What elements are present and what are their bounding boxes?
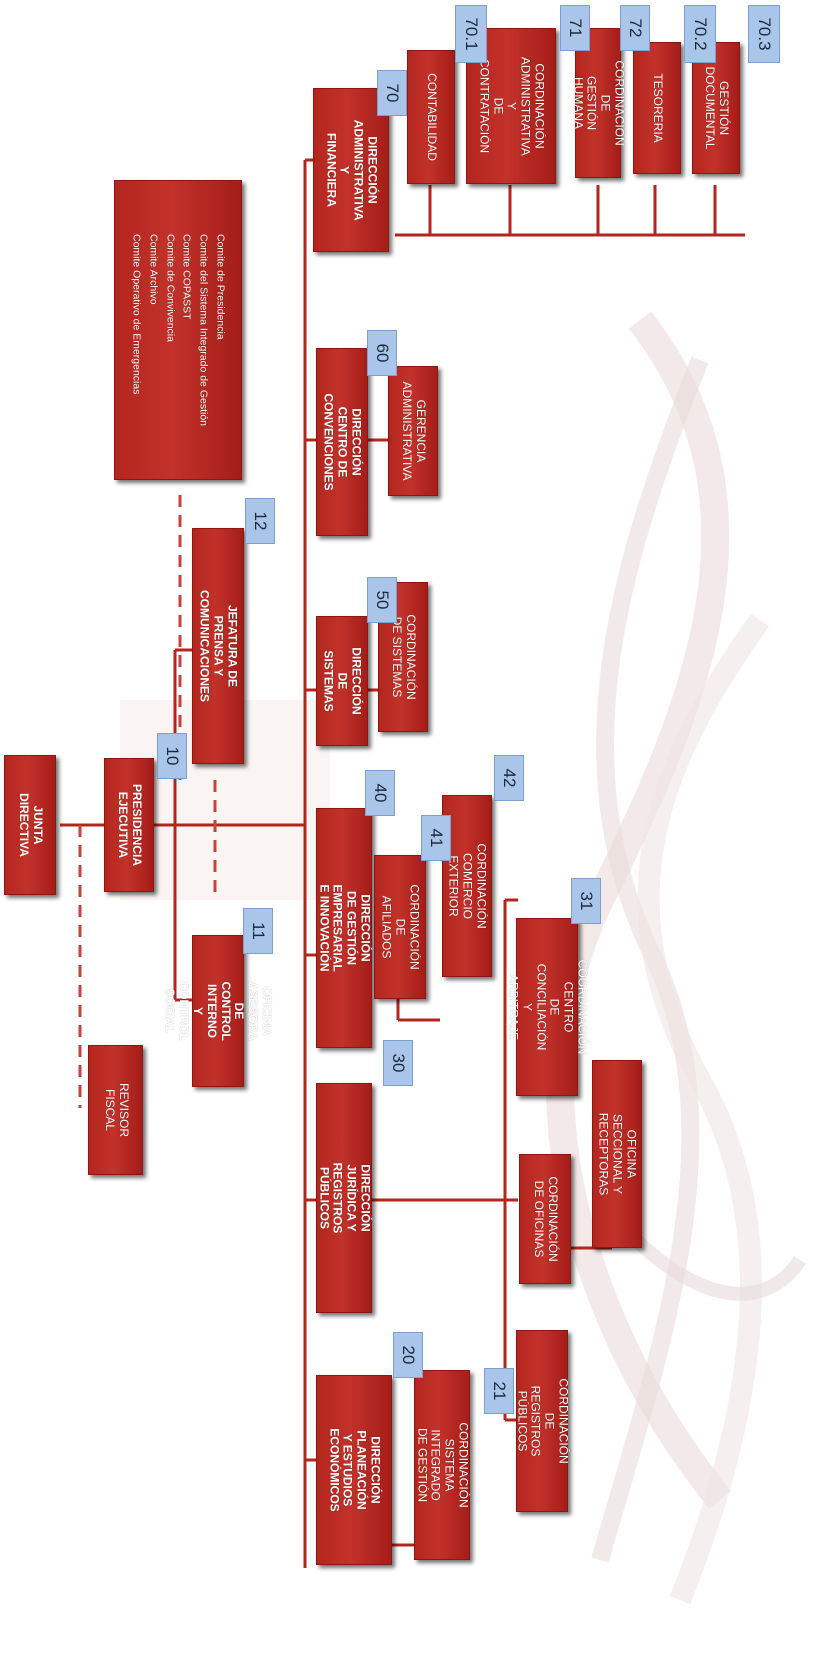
tag-70-2: 70.2 <box>684 5 716 63</box>
tag-60: 60 <box>367 330 397 376</box>
tag-20: 20 <box>393 1332 423 1378</box>
oficina-control-label: OFICINA ASESORA DE CONTROL INTERNO Y CON… <box>163 981 275 1041</box>
coord-sig-label: CORDINACIÓN SISTEMA INTEGRADO DE GESTIÓN <box>415 1422 471 1508</box>
tag-41: 41 <box>421 815 451 861</box>
coord-comercio-label: CORDINACIÓN COMERCIO EXTERIOR <box>447 843 489 929</box>
tag-42: 42 <box>494 755 524 801</box>
coord-registros-label: CORDINACIÓN DE REGISTROS PÚBLICOS <box>515 1378 571 1464</box>
gestion-documental-box: GESTIÓN DOCUMENTAL <box>692 42 740 174</box>
coord-centro-conciliacion-label: COORDINACIÓN CENTRO DE CONCILIACIÓN Y AR… <box>506 959 590 1055</box>
dir-gestion-empresarial-label: DIRECCIÓN DE GESTIÓN EMPRESARIAL E INNOV… <box>317 884 373 972</box>
tag-10: 10 <box>157 733 187 779</box>
coord-gestion-humana-box: CORDINACIÓN DE GESTIÓN HUMANA <box>571 28 627 178</box>
comites-box: Comite de Presidencia Comite del Sistema … <box>114 180 242 480</box>
dir-planeacion-label: DIRECCIÓN PLANEACIÓN Y ESTUDIOS ECONÓMIC… <box>327 1428 383 1512</box>
tag-12: 12 <box>245 498 275 544</box>
gerencia-admin-box: GERENCIA ADMINISTRATIVA <box>388 366 438 496</box>
junta-directiva-label: JUNTA DIRECTIVA <box>17 793 45 857</box>
dir-juridica-box: DIRECCIÓN JURÍDICA Y REGISTROS PÚBLICOS <box>316 1083 373 1313</box>
dir-sistemas-label: DIRECCIÓN DE SISTEMAS <box>322 647 364 715</box>
gestion-documental-label: GESTIÓN DOCUMENTAL <box>703 66 731 150</box>
dir-centro-convenciones-label: DIRECCIÓN CENTRO DE CONVENCIONES <box>322 393 364 491</box>
presidencia-label: PRESIDENCIA EJECUTIVA <box>116 783 144 867</box>
dir-administrativa-label: DIRECCIÓN ADMINISTRATIVA Y FINANCIERA <box>324 119 380 221</box>
tag-40: 40 <box>365 770 395 816</box>
dir-sistemas-box: DIRECCIÓN DE SISTEMAS <box>316 616 368 746</box>
gerencia-admin-label: GERENCIA ADMINISTRATIVA <box>400 381 428 481</box>
revisor-fiscal-label: REVISOR FISCAL <box>102 1082 131 1138</box>
tesoreria-box: TESORERIA <box>633 42 681 174</box>
tag-50: 50 <box>367 577 397 623</box>
coord-comercio-box: CORDINACIÓN COMERCIO EXTERIOR <box>442 795 492 977</box>
oficina-seccional-label: OFICINA SECCIONAL Y RECEPTORAS <box>597 1112 639 1196</box>
coord-afiliados-box: CORDINACIÓN DE AFILIADOS <box>374 855 426 999</box>
contabilidad-box: CONTABILIDAD <box>407 50 455 184</box>
tag-70-3: 70.3 <box>748 5 780 63</box>
coord-sig-box: CORDINACIÓN SISTEMA INTEGRADO DE GESTIÓN <box>414 1370 471 1560</box>
tag-70: 70 <box>377 70 407 116</box>
coord-oficinas-label: CORDINACIÓN DE OFICINAS <box>532 1176 560 1262</box>
tesoreria-label: TESORERIA <box>650 73 665 143</box>
comites-list: Comite de Presidencia Comite del Sistema … <box>128 234 229 426</box>
tag-11: 11 <box>243 908 273 954</box>
comite-item: Comite de Convivencia <box>164 233 176 342</box>
revisor-fiscal-box: REVISOR FISCAL <box>88 1045 143 1175</box>
dir-centro-convenciones-box: DIRECCIÓN CENTRO DE CONVENCIONES <box>316 348 368 536</box>
presidencia-box: PRESIDENCIA EJECUTIVA <box>104 758 154 892</box>
oficina-control-box: OFICINA ASESORA DE CONTROL INTERNO Y CON… <box>164 935 274 1087</box>
comite-item: Comite COPASST <box>180 233 193 320</box>
coord-gestion-humana-label: CORDINACIÓN DE GESTIÓN HUMANA <box>571 60 627 146</box>
coord-centro-conciliacion-box: COORDINACIÓN CENTRO DE CONCILIACIÓN Y AR… <box>506 918 589 1096</box>
tag-31: 31 <box>571 878 601 924</box>
coord-registros-box: CORDINACIÓN DE REGISTROS PÚBLICOS <box>515 1330 571 1512</box>
tag-30: 30 <box>383 1040 413 1086</box>
comite-item: Comite de Presidencia <box>214 233 227 340</box>
coord-sistemas-label: CORDINACIÓN DE SISTEMAS <box>390 614 418 700</box>
jefatura-prensa-label: JEFATURA DE PRENSA Y COMUNICACIONES <box>198 589 240 703</box>
tag-70-1: 70.1 <box>455 5 487 63</box>
dir-juridica-label: DIRECCIÓN JURÍDICA Y REGISTROS PÚBLICOS <box>317 1162 373 1234</box>
coord-afiliados-label: CORDINACIÓN DE AFILIADOS <box>380 884 422 970</box>
contabilidad-label: CONTABILIDAD <box>424 73 439 161</box>
coord-oficinas-box: CORDINACIÓN DE OFICINAS <box>519 1154 571 1284</box>
dir-gestion-empresarial-box: DIRECCIÓN DE GESTIÓN EMPRESARIAL E INNOV… <box>316 808 373 1048</box>
dir-planeacion-box: DIRECCIÓN PLANEACIÓN Y ESTUDIOS ECONÓMIC… <box>316 1375 392 1565</box>
comite-item: Comite del Sistema Integrado de Gestión <box>197 233 210 427</box>
jefatura-prensa-box: JEFATURA DE PRENSA Y COMUNICACIONES <box>192 528 244 764</box>
junta-directiva-box: JUNTA DIRECTIVA <box>4 755 56 895</box>
dir-administrativa-box: DIRECCIÓN ADMINISTRATIVA Y FINANCIERA <box>313 88 389 252</box>
tag-71: 71 <box>560 5 590 51</box>
tag-21: 21 <box>484 1368 514 1414</box>
oficina-seccional-box: OFICINA SECCIONAL Y RECEPTORAS <box>592 1060 642 1248</box>
comite-item: Comite Archivo <box>147 233 160 305</box>
tag-72: 72 <box>620 5 650 51</box>
coord-admin-contratacion-label: CORDINACIÓN ADMINISTRATIVA Y DE CONTRATA… <box>477 56 547 156</box>
comite-item: Comite Operativo de Emergencias <box>130 233 143 395</box>
